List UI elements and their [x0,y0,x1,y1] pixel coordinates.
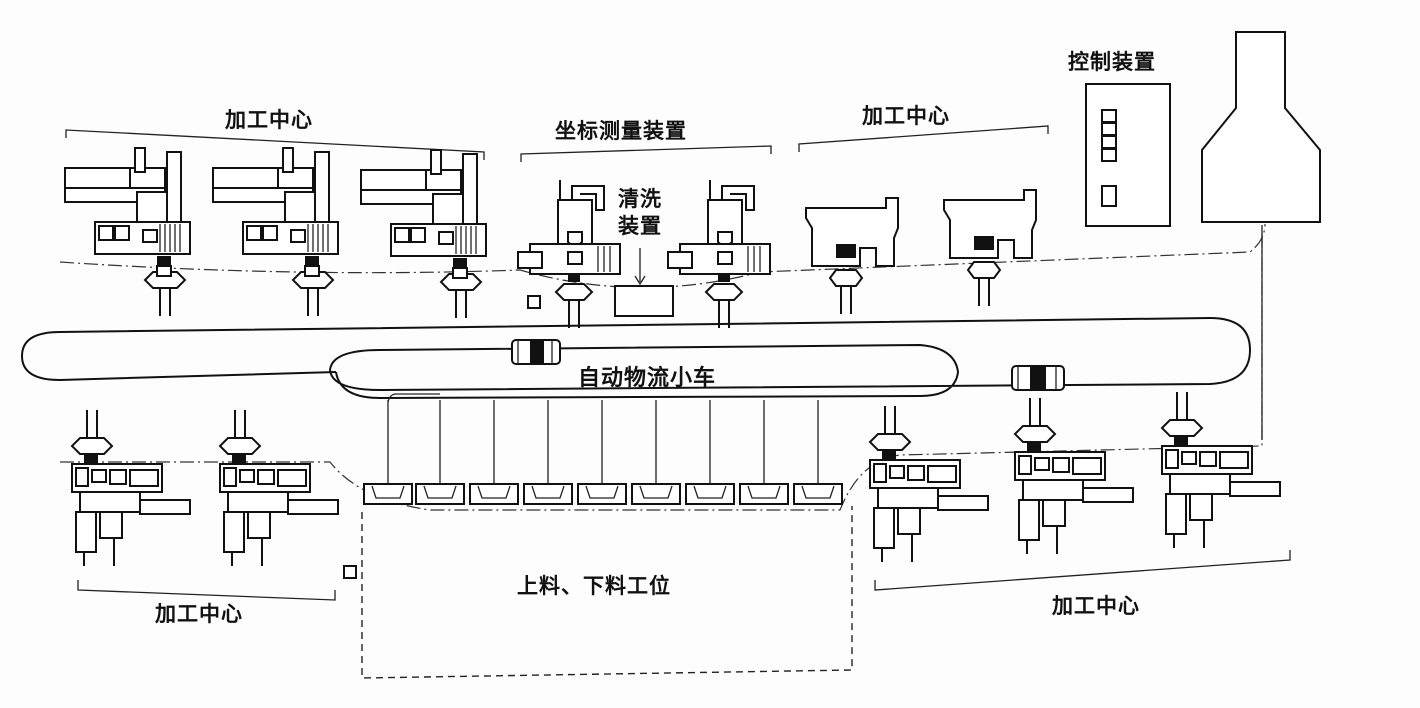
label-mc-top-right: 加工中心 [862,104,950,128]
machining-center-icon [360,149,487,319]
load-station-area [361,506,853,679]
pallet-icon [577,483,627,505]
machining-center-icon [1014,397,1134,555]
pallet-icon [631,483,681,505]
label-load-station: 上料、下料工位 [517,574,671,598]
loading-bays [363,393,843,505]
washing-unit [614,285,674,317]
agv-cart-icon [511,339,561,365]
agv-track [59,316,1252,400]
computer-terminal-icon [1201,31,1321,223]
machining-center-icon [212,147,339,317]
bracket-mc-bottom-left [77,580,336,601]
machining-center-icon [71,409,191,567]
label-control: 控制装置 [1068,50,1156,74]
pallet-icon [793,483,843,505]
pallet-icon [469,483,519,505]
pallet-icon [685,483,735,505]
machining-center-icon [943,189,1037,307]
machining-center-icon [219,409,339,567]
machining-center-icon [64,147,191,317]
agv-cart-icon [1011,365,1065,391]
bracket-mc-top-left [65,129,485,160]
pallet-icon [739,483,789,505]
label-agv: 自动物流小车 [578,366,717,391]
machining-center-icon [869,405,989,563]
label-mc-bottom-right: 加工中心 [1052,594,1140,618]
machining-center-icon [805,197,899,315]
pallet-icon [523,483,573,505]
bracket-mc-top-right [798,125,1049,152]
measuring-machine-icon [667,179,771,329]
pallet-icon [363,483,413,505]
label-mc-top-left: 加工中心 [225,108,313,132]
pallet-icon [415,483,465,505]
label-wash-1: 清洗 [618,187,662,211]
control-cabinet-icon [1085,83,1171,227]
label-mc-bottom-left: 加工中心 [155,602,243,626]
label-wash-2: 装置 [618,214,662,238]
label-cmm: 坐标测量装置 [555,119,687,143]
bracket-cmm [520,145,772,162]
bracket-mc-bottom-right [874,550,1291,591]
